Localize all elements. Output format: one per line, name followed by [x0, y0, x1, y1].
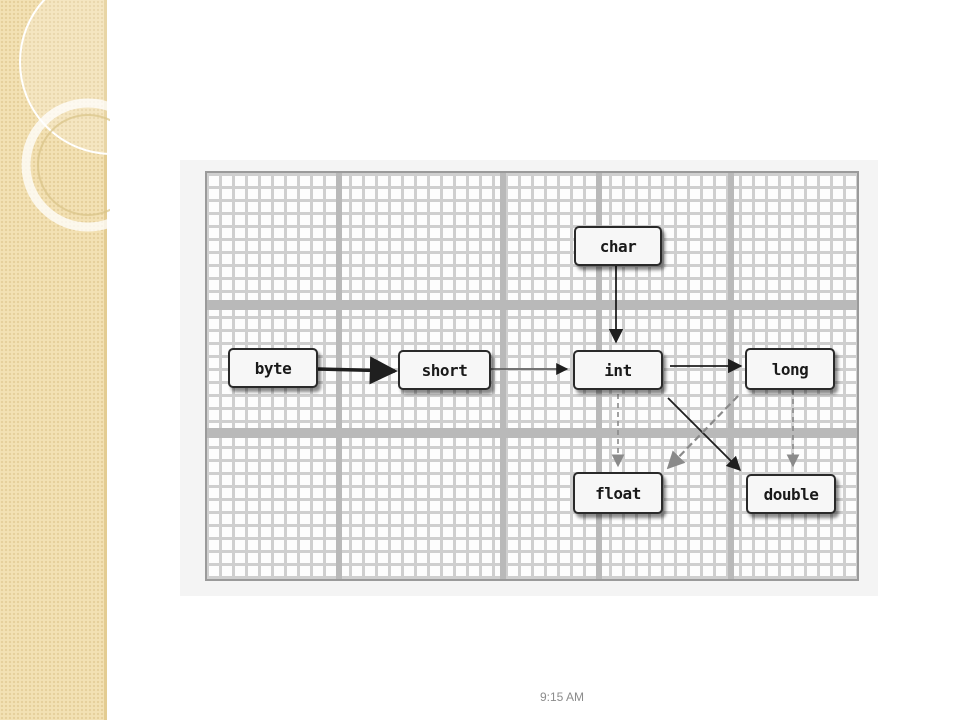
node-byte: byte: [228, 348, 318, 388]
node-long: long: [745, 348, 835, 390]
edge-long-float: [666, 395, 739, 470]
node-int: int: [573, 350, 663, 390]
side-band-edge: [104, 0, 107, 720]
grid-frame: [205, 171, 859, 581]
edge-int-double: [667, 397, 742, 472]
footer-time: 9:15 AM: [539, 690, 585, 704]
type-conversion-diagram: char byte short int long float double: [180, 160, 878, 596]
decorative-circles-icon: [19, 0, 110, 232]
node-short: short: [398, 350, 491, 390]
node-char: char: [574, 226, 662, 266]
node-float: float: [573, 472, 663, 514]
node-double: double: [746, 474, 836, 514]
edge-byte-short: [317, 356, 398, 385]
